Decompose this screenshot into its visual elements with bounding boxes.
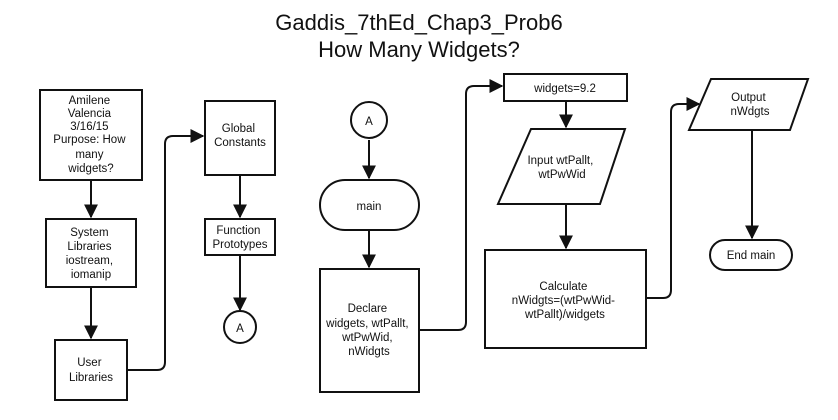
header-comment-text: Amilene Valencia 3/16/15 Purpose: How ma…: [53, 95, 128, 175]
end-main-terminal: [709, 239, 793, 271]
calculate-text: Calculate nWidgts=(wtPwWid- wtPallt)/wid…: [512, 281, 618, 321]
assign-widgets-text: widgets=9.2: [533, 83, 596, 95]
connector-out-circle: [223, 310, 257, 344]
output-text: Output nWdgts: [731, 92, 770, 118]
function-prototypes-box: [204, 218, 276, 256]
calculate-box: [484, 249, 647, 349]
arrow-calc-to-output: [646, 97, 701, 299]
input-text: Input wtPallt, wtPwWid: [527, 155, 596, 181]
main-label: main: [357, 201, 382, 213]
global-constants-text: Global Constants: [214, 123, 266, 149]
header-comment-box: [39, 89, 143, 181]
diagram-subtitle: How Many Widgets?: [318, 37, 520, 62]
global-constants-box: [204, 100, 276, 176]
connector-in-circle: [350, 101, 388, 139]
user-libraries-text: User Libraries: [69, 357, 113, 384]
function-prototypes-text: Function Prototypes: [213, 225, 268, 251]
system-libraries-text: System Libraries iostream, iomanip: [66, 227, 117, 281]
user-libraries-box: [54, 339, 128, 401]
end-main-label: End main: [727, 250, 776, 262]
input-parallelogram: [496, 128, 627, 205]
connector-out-label: A: [236, 323, 244, 335]
flow-arrows: [84, 79, 759, 371]
connector-in-label: A: [365, 116, 373, 128]
declare-box: [319, 268, 420, 393]
main-terminal: [319, 179, 420, 231]
assign-widgets-box: [503, 73, 628, 102]
output-parallelogram: [687, 78, 810, 131]
arrow-userlib-to-global: [127, 129, 205, 371]
arrow-declare-to-assign: [419, 79, 504, 331]
diagram-title: Gaddis_7thEd_Chap3_Prob6: [275, 10, 563, 35]
system-libraries-box: [45, 218, 137, 288]
declare-text: Declare widgets, wtPallt, wtPwWid, nWidg…: [325, 303, 412, 358]
